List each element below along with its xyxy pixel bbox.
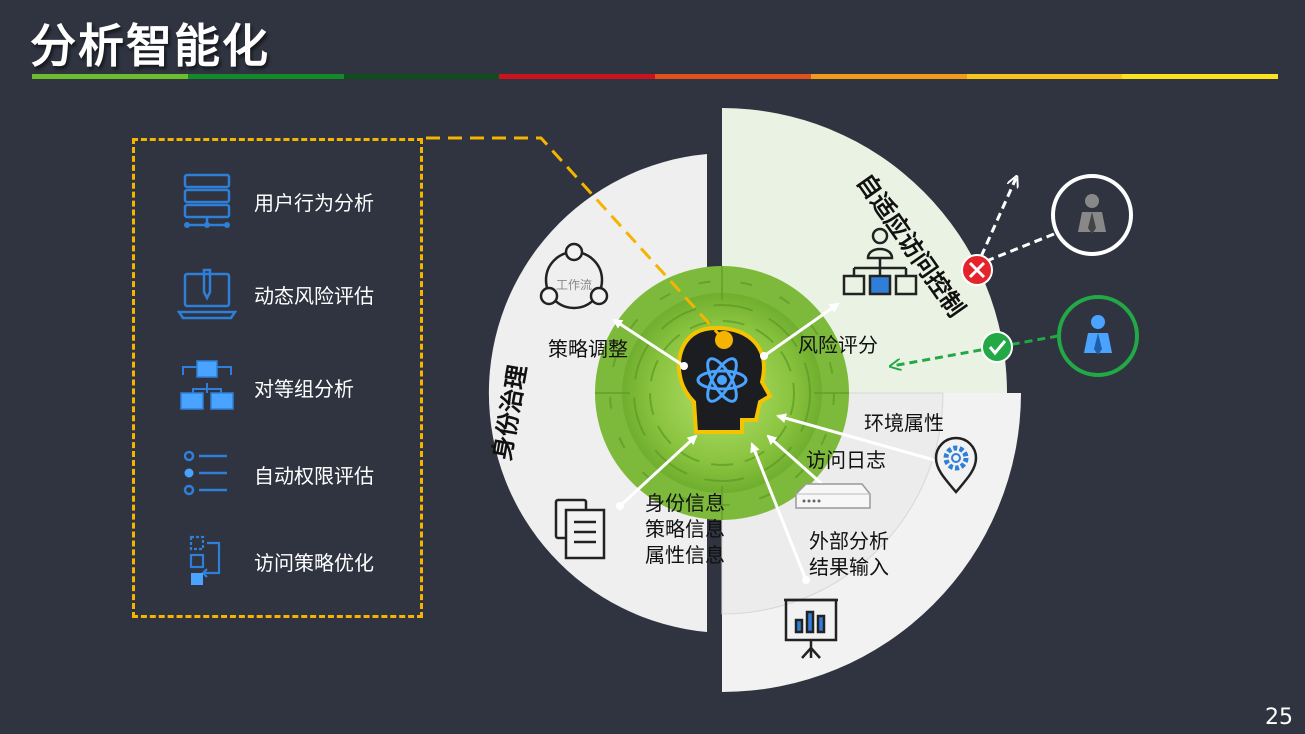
label-env-attr: 环境属性 bbox=[864, 411, 944, 435]
denied-request-line bbox=[984, 234, 1054, 262]
page-number: 25 bbox=[1265, 705, 1293, 730]
deny-x-icon bbox=[962, 255, 992, 285]
label-result-input: 结果输入 bbox=[809, 555, 889, 579]
label-external-analysis: 外部分析 bbox=[809, 529, 889, 553]
approve-check-icon bbox=[982, 332, 1012, 362]
user-badge-grey-icon bbox=[1053, 176, 1131, 254]
server-box-icon bbox=[796, 484, 870, 508]
label-access-log: 访问日志 bbox=[806, 448, 886, 472]
label-policy-adjust: 策略调整 bbox=[548, 337, 628, 361]
workflow-label: 工作流 bbox=[556, 278, 592, 292]
label-policy-info: 策略信息 bbox=[645, 517, 725, 541]
link-endpoint-dot bbox=[715, 331, 733, 349]
label-identity-info: 身份信息 bbox=[645, 491, 725, 515]
label-risk-score: 风险评分 bbox=[798, 333, 878, 357]
label-attribute-info: 属性信息 bbox=[645, 543, 725, 567]
user-badge-blue-icon bbox=[1059, 297, 1137, 375]
denied-redirect-arrow bbox=[976, 178, 1016, 268]
